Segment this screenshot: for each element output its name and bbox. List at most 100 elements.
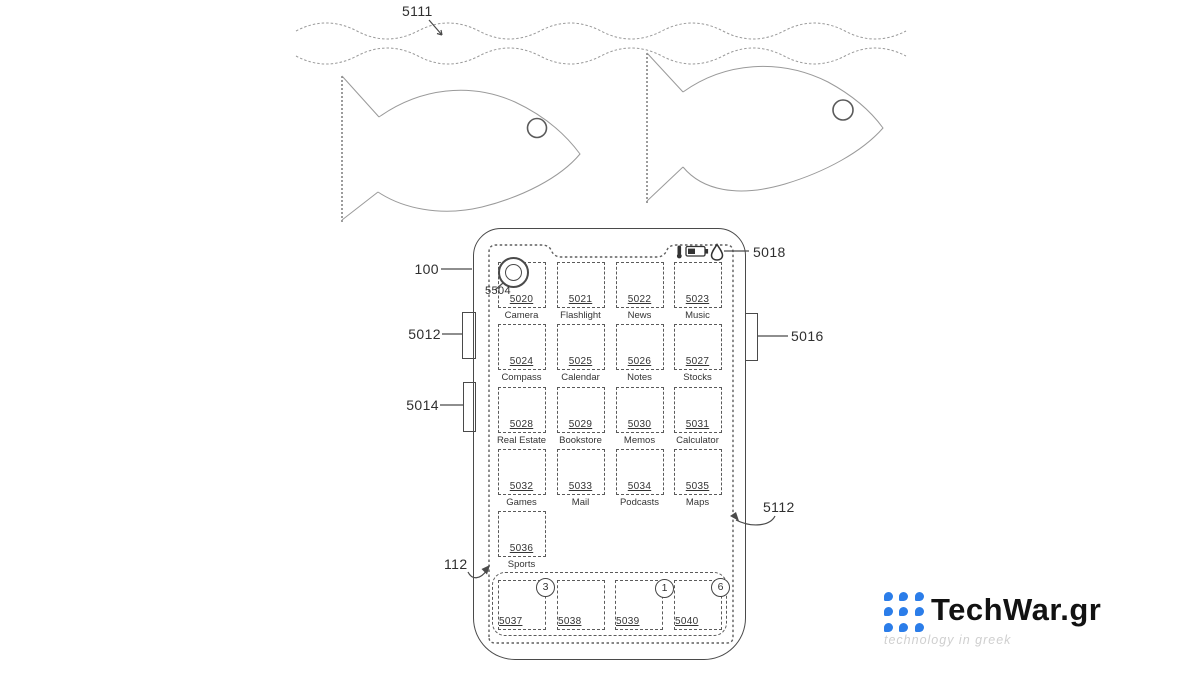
- app-ref-number: 5038: [558, 616, 582, 627]
- side-button-upper-left: [462, 312, 476, 359]
- app-ref-number: 5022: [627, 294, 652, 305]
- app-tile-sports: 5036 Sports: [486, 511, 557, 570]
- fish-left-eye: [526, 117, 548, 139]
- app-ref-number: 5028: [509, 419, 534, 430]
- arrow-5112: [735, 515, 776, 526]
- label-right-button: 5016: [791, 328, 824, 344]
- app-icon-box: 5023: [673, 262, 722, 308]
- wave-line-2: [295, 47, 907, 65]
- app-label: News: [627, 310, 652, 321]
- label-water-surface: 5111: [402, 3, 433, 19]
- side-button-right: [745, 313, 758, 361]
- app-tile-podcasts: 5034 Podcasts: [604, 449, 675, 508]
- app-ref-number: 5031: [685, 419, 710, 430]
- label-left-button-lower: 5014: [406, 397, 439, 413]
- watermark-tagline: technology in greek: [884, 633, 1012, 647]
- app-label: Mail: [571, 497, 590, 508]
- app-icon-box: 5027: [673, 324, 722, 370]
- app-icon-box: 5032: [497, 449, 546, 495]
- app-ref-number: 5037: [499, 616, 523, 627]
- app-tile-games: 5032 Games: [486, 449, 557, 508]
- app-icon-box: 5026: [615, 324, 664, 370]
- fish-left-icon: [341, 75, 581, 222]
- notification-badge: 6: [711, 578, 730, 597]
- label-dock: 112: [444, 556, 468, 572]
- app-label: Notes: [627, 372, 652, 383]
- app-label: Podcasts: [619, 497, 660, 508]
- dock-tile-1: 5037: [498, 580, 546, 630]
- app-label: Real Estate: [496, 435, 547, 446]
- water-surface-lines: [295, 22, 907, 65]
- app-tile-calendar: 5025 Calendar: [545, 324, 616, 383]
- camera-lens-inner-ring: [504, 263, 522, 281]
- app-ref-number: 5029: [568, 419, 593, 430]
- app-tile-news: 5022 News: [604, 262, 675, 321]
- label-touch-screen: 5112: [763, 499, 795, 515]
- app-ref-number: 5030: [627, 419, 652, 430]
- app-icon-box: 5024: [497, 324, 546, 370]
- label-camera: 5504: [485, 285, 512, 297]
- leader-5111: [428, 19, 443, 36]
- app-label: Sports: [507, 559, 536, 570]
- app-tile-stocks: 5027 Stocks: [662, 324, 733, 383]
- techwar-logo-icon: [884, 592, 926, 634]
- app-icon-box: 5036: [497, 511, 546, 557]
- label-status-bar: 5018: [753, 244, 786, 260]
- dock-tile-4: 5040: [674, 580, 722, 630]
- app-label: Compass: [501, 372, 542, 383]
- app-label: Calendar: [561, 372, 600, 383]
- label-device: 100: [414, 261, 439, 277]
- app-icon-box: 5033: [556, 449, 605, 495]
- app-ref-number: 5035: [685, 481, 710, 492]
- app-ref-number: 5034: [627, 481, 652, 492]
- app-ref-number: 5020: [509, 294, 534, 305]
- app-ref-number: 5033: [568, 481, 593, 492]
- app-ref-number: 5039: [616, 616, 640, 627]
- thermometer-icon: [676, 245, 682, 259]
- app-tile-flashlight: 5021 Flashlight: [545, 262, 616, 321]
- app-icon-box: 5021: [556, 262, 605, 308]
- app-tile-maps: 5035 Maps: [662, 449, 733, 508]
- app-icon-box: 5029: [556, 387, 605, 433]
- app-tile-real-estate: 5028 Real Estate: [486, 387, 557, 446]
- app-tile-notes: 5026 Notes: [604, 324, 675, 383]
- dock-tile-3: 5039: [615, 580, 663, 630]
- app-ref-number: 5032: [509, 481, 534, 492]
- notification-badge: 3: [536, 578, 555, 597]
- app-icon-box: 5031: [673, 387, 722, 433]
- wave-line-1: [295, 22, 907, 40]
- dock-tray: [492, 572, 727, 636]
- app-tile-calculator: 5031 Calculator: [662, 387, 733, 446]
- app-ref-number: 5025: [568, 356, 593, 367]
- app-icon-box: 5034: [615, 449, 664, 495]
- app-label: Stocks: [683, 372, 712, 383]
- app-label: Music: [685, 310, 710, 321]
- app-tile-music: 5023 Music: [662, 262, 733, 321]
- dock-tile-2: 5038: [557, 580, 605, 630]
- app-label: Camera: [504, 310, 539, 321]
- app-label: Flashlight: [560, 310, 601, 321]
- app-ref-number: 5023: [685, 294, 710, 305]
- app-label: Maps: [685, 497, 710, 508]
- camera-lens-icon: [498, 257, 529, 288]
- app-ref-number: 5026: [627, 356, 652, 367]
- app-tile-bookstore: 5029 Bookstore: [545, 387, 616, 446]
- app-label: Bookstore: [559, 435, 602, 446]
- app-label: Memos: [623, 435, 656, 446]
- app-tile-compass: 5024 Compass: [486, 324, 557, 383]
- app-icon-box: 5022: [615, 262, 664, 308]
- app-label: Games: [506, 497, 537, 508]
- app-label: Calculator: [676, 435, 719, 446]
- app-ref-number: 5027: [685, 356, 710, 367]
- app-ref-number: 5036: [509, 543, 534, 554]
- app-tile-mail: 5033 Mail: [545, 449, 616, 508]
- app-tile-memos: 5030 Memos: [604, 387, 675, 446]
- notification-badge: 1: [655, 579, 674, 598]
- app-icon-box: 5030: [615, 387, 664, 433]
- fish-right-icon: [646, 52, 884, 205]
- watermark-brand: TechWar.gr: [931, 592, 1102, 627]
- label-left-button-upper: 5012: [408, 326, 441, 342]
- side-button-lower-left: [463, 382, 476, 432]
